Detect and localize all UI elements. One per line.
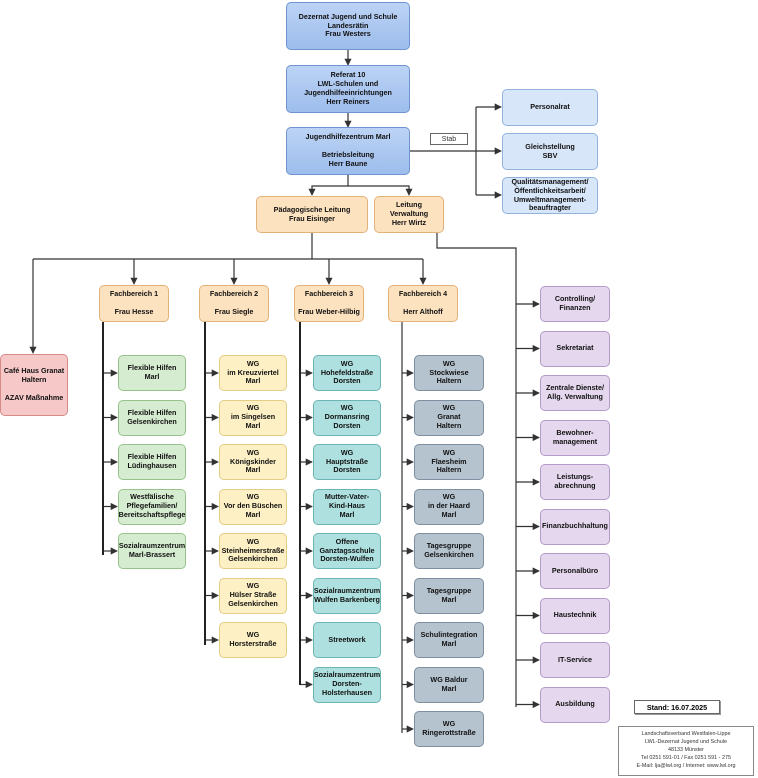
fachbereich-3-item: WG Dormansring Dorsten — [313, 399, 381, 436]
address-line: Tel 0251 591-01 / Fax 0251 591 - 275 — [641, 754, 731, 761]
leitung-verwaltung-box: Leitung Verwaltung Herr Wirtz — [374, 196, 444, 233]
fachbereich-4-box: Fachbereich 4 Herr Althoff — [388, 285, 458, 322]
verwaltung-item: Ausbildung — [540, 686, 610, 723]
fachbereich-3-item: Sozialraumzentrum Wulfen Barkenberg — [313, 577, 381, 614]
fachbereich-4-item: WG Stockwiese Haltern — [414, 355, 484, 391]
fachbereich-2-item: WG im Kreuzviertel Marl — [219, 355, 287, 391]
dezernat-box: Dezernat Jugend und Schule Landesrätin F… — [286, 2, 410, 50]
fachbereich-1-box: Fachbereich 1 Frau Hesse — [99, 285, 169, 322]
stand-date: Stand: 16.07.2025 — [634, 700, 720, 714]
address-line: LWL-Dezernat Jugend und Schule — [644, 739, 727, 746]
verwaltung-item: Sekretariat — [540, 330, 610, 367]
fachbereich-3-item: Mutter-Vater- Kind-Haus Marl — [313, 488, 381, 525]
jugendhilfezentrum-box: Jugendhilfezentrum Marl Betriebsleitung … — [286, 127, 410, 175]
fachbereich-4-item: WG Granat Haltern — [414, 399, 484, 436]
address-line: 48133 Münster — [668, 747, 704, 754]
fachbereich-1-item: Westfälische Pflegefamilien/ Bereitschaf… — [118, 488, 186, 525]
verwaltung-item: Leistungs- abrechnung — [540, 464, 610, 500]
fachbereich-4-item: WG Ringerottstraße — [414, 711, 484, 747]
connector-line — [348, 185, 413, 196]
verwaltung-item: Finanzbuchhaltung — [540, 508, 610, 545]
verwaltung-item: IT-Service — [540, 642, 610, 678]
fachbereich-4-item: WG Flaesheim Haltern — [414, 444, 484, 480]
fachbereich-2-box: Fachbereich 2 Frau Siegle — [199, 285, 269, 322]
fachbereich-3-item: Streetwork — [313, 622, 381, 658]
stab-label: Stab — [430, 133, 468, 145]
fachbereich-2-item: WG im Singelsen Marl — [219, 399, 287, 436]
fachbereich-4-item: Tagesgruppe Marl — [414, 577, 484, 614]
fachbereich-4-item: WG in der Haard Marl — [414, 488, 484, 525]
referat-box: Referat 10 LWL-Schulen und Jugendhilfeei… — [286, 65, 410, 113]
fachbereich-2-item: WG Vor den Büschen Marl — [219, 488, 287, 525]
fachbereich-2-item: WG Horsterstraße — [219, 622, 287, 658]
fachbereich-2-item: WG Steinheimerstraße Gelsenkirchen — [219, 533, 287, 569]
verwaltung-item: Zentrale Dienste/ Allg. Verwaltung — [540, 375, 610, 411]
paedagogische-leitung-box: Pädagogische Leitung Frau Eisinger — [256, 196, 368, 233]
fachbereich-3-box: Fachbereich 3 Frau Weber-Hilbig — [294, 285, 364, 322]
fachbereich-1-item: Sozialraumzentrum Marl-Brassert — [118, 533, 186, 569]
fachbereich-1-item: Flexible Hilfen Marl — [118, 355, 186, 391]
gleichstellung-box: Gleichstellung SBV — [502, 133, 598, 170]
fachbereich-3-item: Offene Ganztagsschule Dorsten-Wulfen — [313, 533, 381, 569]
connector-line — [436, 233, 517, 707]
fachbereich-4-item: Tagesgruppe Gelsenkirchen — [414, 533, 484, 569]
address-block: Landschaftsverband Westfalen-Lippe LWL-D… — [618, 726, 754, 776]
address-line: E-Mail: lja@lwl.org / Internet: www.lwl.… — [636, 762, 736, 769]
fachbereich-4-item: Schulintegration Marl — [414, 622, 484, 658]
verwaltung-item: Personalbüro — [540, 553, 610, 589]
fachbereich-1-item: Flexible Hilfen Gelsenkirchen — [118, 399, 186, 436]
connector-line — [308, 175, 349, 196]
fachbereich-3-item: WG Hauptstraße Dorsten — [313, 444, 381, 480]
fachbereich-2-item: WG Königskinder Marl — [219, 444, 287, 480]
qualitaetsmanagement-box: Qualitätsmanagement/ Öffentlichkeitsarbe… — [502, 177, 598, 214]
verwaltung-item: Controlling/ Finanzen — [540, 286, 610, 322]
fachbereich-3-item: WG Hohefeldstraße Dorsten — [313, 355, 381, 391]
fachbereich-2-item: WG Hülser Straße Gelsenkirchen — [219, 577, 287, 614]
fachbereich-1-item: Flexible Hilfen Lüdinghausen — [118, 444, 186, 480]
personalrat-box: Personalrat — [502, 89, 598, 126]
fachbereich-4-item: WG Baldur Marl — [414, 666, 484, 703]
verwaltung-item: Bewohner- management — [540, 419, 610, 456]
verwaltung-item: Haustechnik — [540, 597, 610, 634]
fachbereich-3-item: Sozialraumzentrum Dorsten- Holsterhausen — [313, 666, 381, 703]
address-line: Landschaftsverband Westfalen-Lippe — [641, 731, 731, 738]
cafe-haus-granat-box: Café Haus Granat Haltern AZAV Maßnahme — [0, 354, 68, 416]
